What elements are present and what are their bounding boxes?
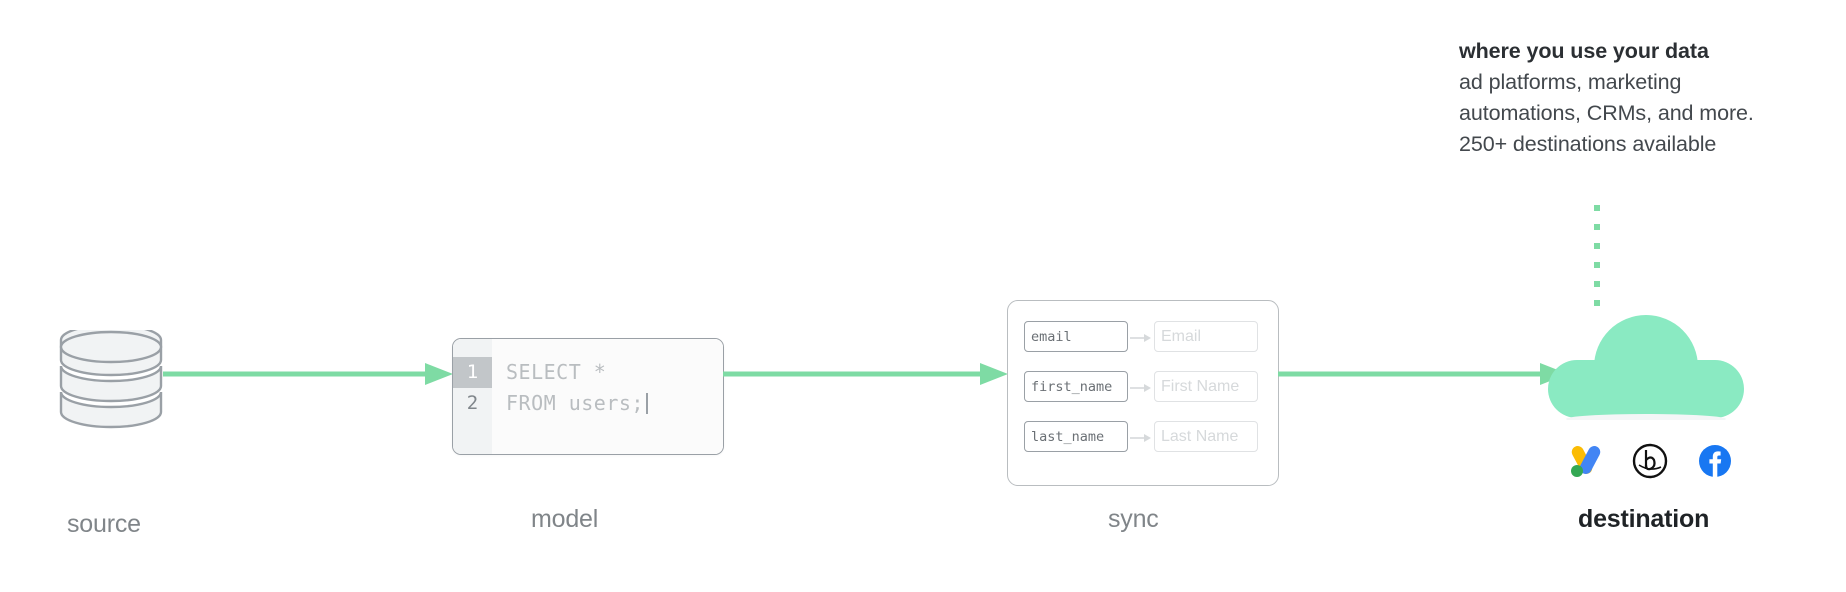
- sync-field-mapping-card[interactable]: email Email first_name First Name last_n…: [1007, 300, 1279, 486]
- destination-logo-row: [1565, 438, 1735, 484]
- model-code-editor[interactable]: 1 2 SELECT * FROM users;: [452, 338, 724, 455]
- dot: [1594, 281, 1600, 287]
- dot: [1594, 300, 1600, 306]
- source-field-input-1[interactable]: first_name: [1024, 371, 1128, 402]
- code-area[interactable]: SELECT * FROM users;: [492, 339, 723, 454]
- dot: [1594, 224, 1600, 230]
- stage-label-model: model: [531, 505, 599, 533]
- destination-field-input-2[interactable]: Last Name: [1154, 421, 1258, 452]
- source-field-input-0[interactable]: email: [1024, 321, 1128, 352]
- facebook-icon[interactable]: [1695, 441, 1735, 481]
- code-line-2-text: FROM users;: [506, 391, 644, 415]
- stage-label-destination: destination: [1578, 505, 1710, 533]
- google-ads-icon[interactable]: [1565, 441, 1605, 481]
- dot: [1594, 262, 1600, 268]
- stage-label-sync: sync: [1108, 505, 1159, 533]
- callout-line-3: 250+ destinations available: [1459, 132, 1717, 156]
- mapping-row[interactable]: last_name Last Name: [1024, 420, 1262, 453]
- braze-icon[interactable]: [1630, 441, 1670, 481]
- callout-line-2: automations, CRMs, and more.: [1459, 101, 1754, 125]
- callout-headline: where you use your data: [1459, 39, 1709, 63]
- model-to-sync-arrow: [723, 362, 1008, 386]
- dot: [1594, 205, 1600, 211]
- database-icon: [55, 323, 167, 442]
- text-caret: [645, 393, 648, 414]
- mapping-row[interactable]: email Email: [1024, 320, 1262, 353]
- mapping-arrow-icon: [1130, 431, 1152, 443]
- dot: [1594, 243, 1600, 249]
- destination-field-input-0[interactable]: Email: [1154, 321, 1258, 352]
- destination-field-input-1[interactable]: First Name: [1154, 371, 1258, 402]
- callout-line-1: ad platforms, marketing: [1459, 70, 1682, 94]
- mapping-row[interactable]: first_name First Name: [1024, 370, 1262, 403]
- sync-to-destination-arrow: [1278, 362, 1568, 386]
- mapping-arrow-icon: [1130, 331, 1152, 343]
- mapping-arrow-icon: [1130, 381, 1152, 393]
- code-gutter: 1 2: [453, 339, 492, 454]
- dotted-connector-line: [1594, 205, 1602, 317]
- code-line-1: SELECT *: [506, 360, 607, 384]
- source-field-input-2[interactable]: last_name: [1024, 421, 1128, 452]
- stage-label-source: source: [67, 510, 141, 538]
- source-to-model-arrow: [163, 362, 453, 386]
- gutter-line-number-1: 1: [453, 357, 492, 388]
- callout-text-block: where you use your data ad platforms, ma…: [1459, 36, 1839, 160]
- cloud-icon: [1546, 315, 1746, 424]
- code-line-2: FROM users;: [506, 388, 723, 419]
- gutter-line-number-2: 2: [466, 392, 479, 414]
